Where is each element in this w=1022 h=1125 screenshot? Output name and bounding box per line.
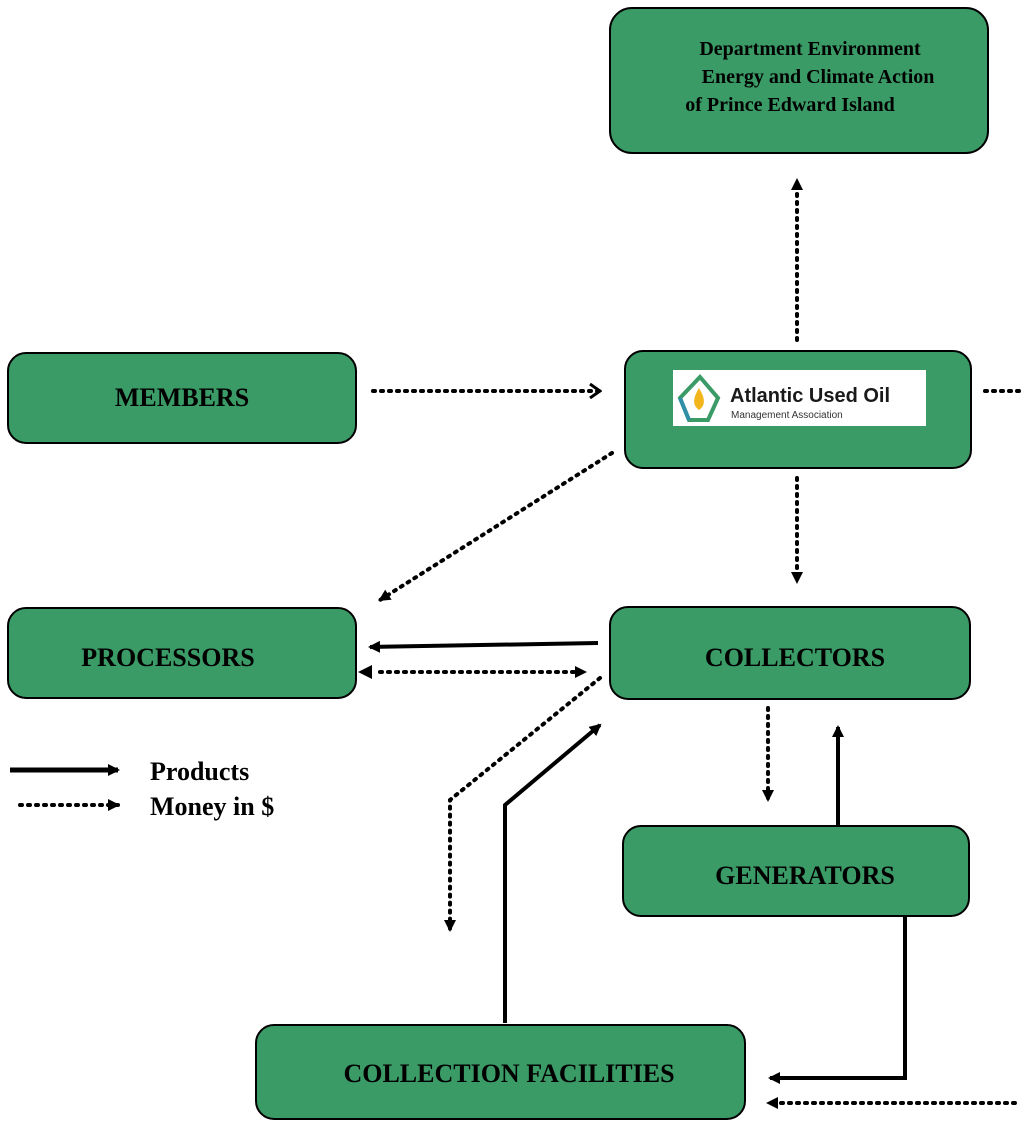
collectors-label: COLLECTORS: [705, 643, 885, 672]
collection-facilities-box: COLLECTION FACILITIES: [255, 1024, 746, 1120]
processors-label: PROCESSORS: [81, 643, 254, 672]
department-line-1: Department Environment: [699, 38, 921, 60]
legend: Products Money in $: [10, 757, 274, 821]
members-label: MEMBERS: [115, 383, 249, 412]
product-arrow-collectors-to-processors: [368, 640, 599, 653]
logo-subtitle: Management Association: [731, 410, 843, 421]
department-box: Department Environment Energy and Climat…: [609, 7, 989, 154]
generators-label: GENERATORS: [715, 861, 895, 890]
collectors-box: COLLECTORS: [609, 606, 971, 700]
collection-facilities-label: COLLECTION FACILITIES: [343, 1059, 674, 1088]
auoma-box: Atlantic Used Oil Management Association: [624, 350, 972, 469]
money-arrow-auoma-to-processors: [378, 451, 614, 602]
money-arrow-collectors-to-collection-facilities: [444, 676, 602, 932]
money-arrow-collectors-to-processors-head: [358, 665, 372, 679]
department-line-3: of Prince Edward Island: [685, 94, 894, 116]
processors-box: PROCESSORS: [7, 607, 357, 699]
department-line-2: Energy and Climate Action: [702, 66, 935, 88]
legend-products-label: Products: [150, 757, 249, 786]
recycling-oil-drop-icon: [677, 374, 721, 422]
logo-title: Atlantic Used Oil: [730, 385, 890, 407]
product-arrow-generators-to-facilities: [768, 917, 907, 1084]
legend-money-label: Money in $: [150, 792, 274, 821]
product-arrow-facilities-to-collectors: [503, 723, 602, 1023]
auoma-logo: Atlantic Used Oil Management Association: [673, 370, 926, 426]
generators-box: GENERATORS: [622, 825, 970, 917]
members-box: MEMBERS: [7, 352, 357, 444]
